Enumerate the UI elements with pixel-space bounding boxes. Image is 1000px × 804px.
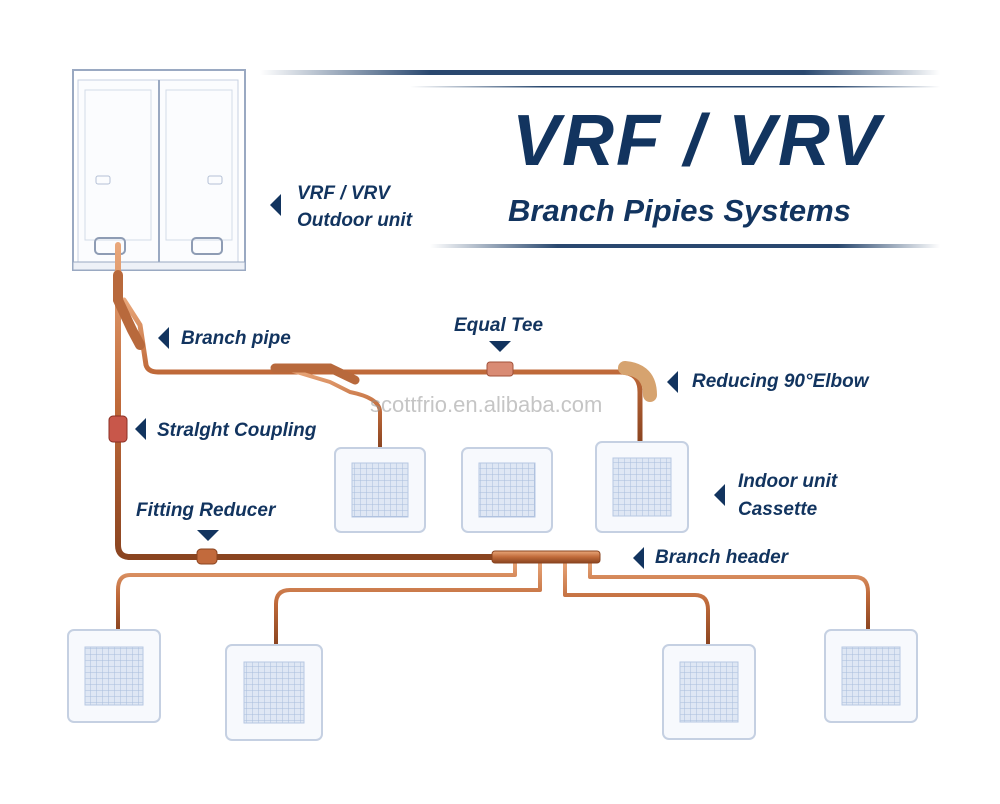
reducing-elbow bbox=[618, 361, 657, 402]
top-rule bbox=[260, 70, 940, 75]
indoor-unit-label-line2: Cassette bbox=[738, 499, 818, 520]
fitting-reducer bbox=[196, 548, 218, 565]
branch-pipe-pointer-icon bbox=[158, 327, 169, 349]
copper-pipes bbox=[115, 242, 870, 647]
fitting-reducer-pointer-icon bbox=[197, 530, 219, 541]
equal-tee-pointer-icon bbox=[489, 341, 511, 352]
indoor-cassette bbox=[67, 629, 161, 723]
indoor-cassette bbox=[461, 447, 553, 533]
equal-tee-label: Equal Tee bbox=[454, 315, 544, 336]
indoor-cassette bbox=[595, 441, 689, 533]
bottom-rule bbox=[430, 244, 940, 248]
reducing-elbow-label: Reducing 90°Elbow bbox=[692, 371, 869, 392]
branch-pipe-label: Branch pipe bbox=[181, 328, 291, 349]
outdoor-unit-pointer-icon bbox=[270, 194, 281, 216]
indoor-unit-pointer-icon bbox=[714, 484, 725, 506]
indoor-cassette bbox=[824, 629, 918, 723]
indoor-cassette bbox=[334, 447, 426, 533]
branch-pipe-fitting bbox=[113, 270, 360, 385]
straight-coupling-label: Stralght Coupling bbox=[157, 420, 317, 441]
outdoor-unit-label-line1: VRF / VRV bbox=[297, 183, 390, 204]
indoor-cassette bbox=[662, 644, 756, 740]
straight-coupling-pointer-icon bbox=[135, 418, 146, 440]
page-subtitle: Branch Pipies Systems bbox=[508, 193, 851, 228]
top-rule-thin bbox=[410, 86, 940, 88]
outdoor-unit bbox=[72, 69, 246, 271]
branch-header bbox=[491, 550, 601, 564]
branch-header-pointer-icon bbox=[633, 547, 644, 569]
page-title: VRF / VRV bbox=[512, 101, 883, 181]
equal-tee bbox=[486, 361, 514, 377]
indoor-cassette bbox=[225, 644, 323, 741]
fitting-reducer-label: Fitting Reducer bbox=[136, 500, 276, 521]
branch-header-label: Branch header bbox=[655, 547, 789, 568]
indoor-unit-label-line1: Indoor unit bbox=[738, 471, 838, 492]
outdoor-unit-label-line2: Outdoor unit bbox=[297, 210, 413, 231]
reducing-elbow-pointer-icon bbox=[667, 371, 678, 393]
straight-coupling bbox=[108, 415, 128, 443]
watermark: scottfrio.en.alibaba.com bbox=[370, 392, 603, 417]
